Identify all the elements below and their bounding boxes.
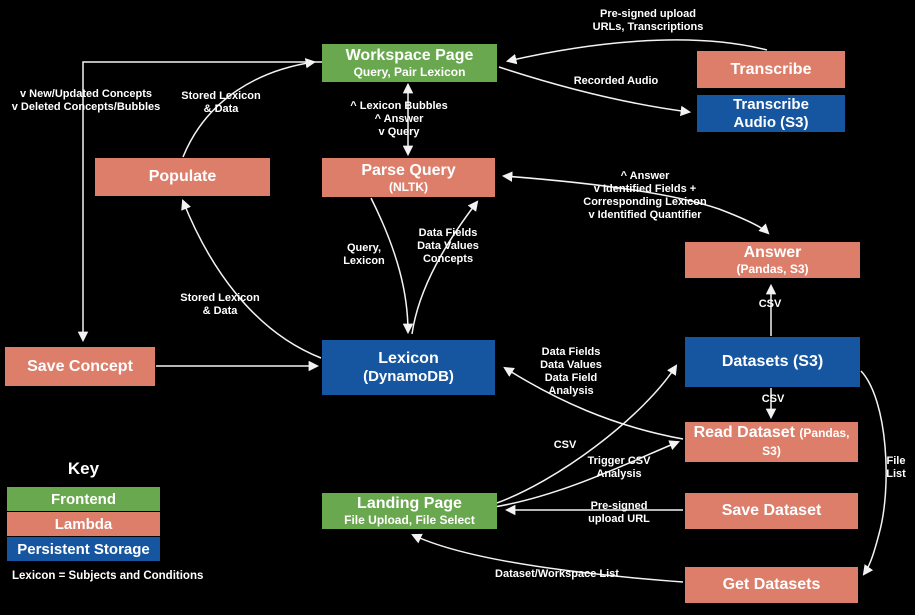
edge-label-dataset-workspace-list: Dataset/Workspace List — [495, 568, 619, 580]
node-transcribe-audio: Transcribe Audio (S3) — [697, 95, 845, 132]
edge-label-file-list: File List — [886, 455, 906, 480]
node-title: Datasets (S3) — [721, 353, 824, 370]
edge-label-recorded-audio: Recorded Audio — [573, 75, 659, 87]
edge-label-csv-from-landing: CSV — [553, 439, 577, 451]
node-title: Answer — [743, 244, 802, 261]
edge-label-csv-to-read: CSV — [761, 393, 785, 405]
node-title: Save Dataset — [721, 502, 822, 519]
node-lexicon: Lexicon (DynamoDB) — [322, 340, 495, 395]
edge-parse-query-to-lexicon — [370, 197, 414, 335]
legend-item-lambda: Lambda — [7, 512, 160, 536]
edge-workspace-to-save-concept — [77, 61, 322, 343]
node-title: Transcribe — [730, 60, 812, 78]
edge-label-answer-identified: ^ Answer v Identified Fields + Correspon… — [583, 170, 707, 221]
edge-label-fields-analysis: Data Fields Data Values Data Field Analy… — [540, 346, 602, 397]
legend-item-persistent-storage: Persistent Storage — [7, 537, 160, 561]
node-save-concept: Save Concept — [5, 347, 155, 386]
edge-workspace-to-transcribe-audio — [498, 66, 692, 117]
edge-label-fields-values-concepts: Data Fields Data Values Concepts — [417, 227, 479, 265]
edge-get-datasets-to-landing — [411, 533, 684, 583]
node-get-datasets: Get Datasets — [685, 567, 858, 603]
edge-populate-to-workspace — [182, 58, 317, 158]
node-subtitle: (Pandas, S3) — [736, 262, 809, 276]
legend-item-frontend: Frontend — [7, 487, 160, 511]
node-title: Read Dataset (Pandas, S3) — [685, 424, 858, 460]
edge-label-presigned-upload-url: Pre-signed upload URL — [588, 500, 650, 525]
node-subtitle: (NLTK) — [388, 179, 429, 194]
edge-label-csv-to-answer: CSV — [758, 298, 782, 310]
edge-label-presigned-transcriptions: Pre-signed upload URLs, Transcriptions — [592, 8, 704, 33]
node-read-dataset: Read Dataset (Pandas, S3) — [685, 422, 858, 462]
node-title: Workspace Page — [345, 47, 474, 64]
node-subtitle: (Pandas, S3) — [762, 426, 850, 458]
edge-landing-to-datasets — [493, 364, 678, 505]
legend-note: Lexicon = Subjects and Conditions — [12, 570, 204, 582]
node-parse-query: Parse Query (NLTK) — [322, 158, 495, 197]
node-answer: Answer (Pandas, S3) — [685, 242, 860, 278]
edge-parse-query-answer — [501, 171, 770, 235]
node-subtitle: File Upload, File Select — [344, 513, 475, 527]
node-save-dataset: Save Dataset — [685, 493, 858, 529]
node-title: Get Datasets — [722, 576, 821, 593]
edge-label-trigger-csv: Trigger CSV Analysis — [587, 455, 651, 480]
edge-datasets-to-get-datasets — [860, 370, 887, 576]
node-subtitle: Query, Pair Lexicon — [353, 65, 466, 79]
edge-label-query-lexicon: Query, Lexicon — [343, 242, 385, 267]
edge-lexicon-to-parse-query — [411, 200, 479, 335]
node-title: Parse Query — [361, 161, 456, 179]
edge-label-stored-lexicon-top: Stored Lexicon & Data — [181, 90, 261, 115]
node-title: Save Concept — [27, 357, 133, 375]
edge-landing-to-read-dataset — [493, 440, 680, 508]
node-title: Lexicon — [378, 349, 439, 367]
edge-label-stored-lexicon-mid: Stored Lexicon & Data — [180, 292, 260, 317]
node-subtitle: (DynamoDB) — [363, 367, 454, 385]
edge-label-new-deleted-concepts: v New/Updated Concepts v Deleted Concept… — [11, 88, 161, 113]
legend-heading: Key — [67, 459, 100, 478]
node-title: Landing Page — [357, 495, 462, 512]
edge-lexicon-to-populate — [181, 199, 322, 359]
node-transcribe: Transcribe — [697, 51, 845, 88]
node-datasets: Datasets (S3) — [685, 337, 860, 387]
node-workspace-page: Workspace Page Query, Pair Lexicon — [322, 44, 497, 82]
edge-read-dataset-to-lexicon — [503, 366, 684, 440]
edge-label-lexicon-bubbles: ^ Lexicon Bubbles ^ Answer v Query — [350, 100, 448, 138]
node-title: Populate — [148, 168, 217, 185]
node-title-text: Read Dataset — [693, 424, 795, 441]
edge-transcribe-to-workspace — [505, 39, 768, 65]
node-title: Transcribe Audio (S3) — [733, 95, 809, 131]
node-landing-page: Landing Page File Upload, File Select — [322, 493, 497, 529]
node-populate: Populate — [95, 158, 270, 196]
